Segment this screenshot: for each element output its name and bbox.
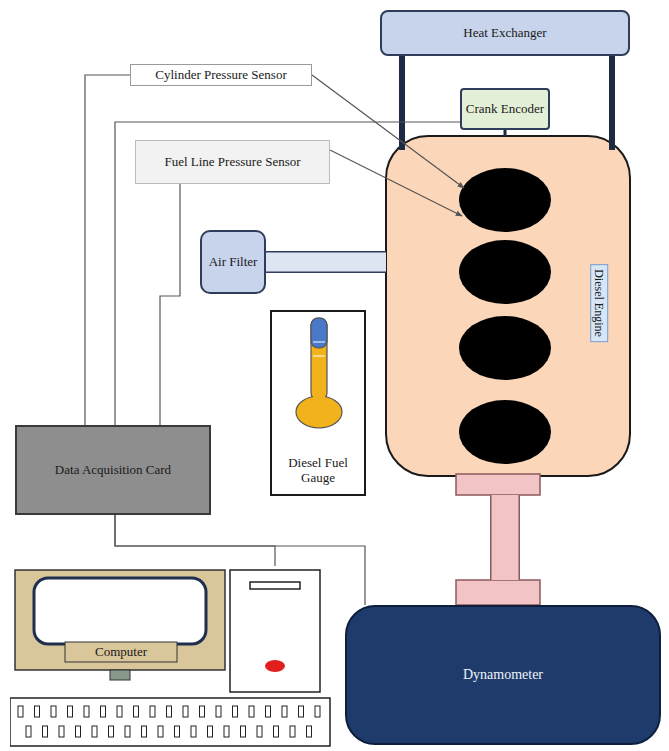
connector [505, 495, 506, 580]
connector-fill [492, 495, 519, 580]
connector-fill [266, 253, 386, 272]
connector-line [490, 495, 520, 580]
cylinder [459, 400, 551, 464]
cylinder [459, 168, 551, 232]
connector [266, 262, 386, 263]
engine-block: Diesel Engine [386, 136, 630, 476]
connector [505, 130, 506, 136]
node-label: Crank Encoder [466, 101, 544, 117]
node-label: Cylinder Pressure Sensor [155, 67, 286, 83]
connector [312, 75, 464, 188]
engine-body [386, 136, 630, 476]
node-label: Fuel Line Pressure Sensor [164, 154, 300, 170]
node-label: Diesel Engine [590, 264, 608, 342]
cylinder [459, 316, 551, 380]
node-label: Heat Exchanger [463, 25, 546, 41]
encoder-box: Crank Encoder [460, 88, 550, 130]
node-label: Diesel Fuel Gauge [272, 455, 364, 486]
connector-line [85, 75, 130, 425]
connector [402, 56, 403, 150]
node-label: Dynamometer [463, 667, 543, 684]
connector-line [504, 130, 507, 136]
connector [85, 75, 130, 425]
connector-line [399, 56, 405, 150]
fuel-gauge-box: Diesel Fuel Gauge [270, 310, 366, 496]
connector-line [330, 150, 462, 216]
connector-line [312, 75, 464, 188]
connector-line [609, 56, 615, 150]
node-label: Air Filter [209, 254, 258, 270]
shaft-flange [456, 474, 540, 495]
connector-line [266, 251, 386, 273]
daq-card-box: Data Acquisition Card [15, 425, 211, 515]
air-filter-box: Air Filter [200, 230, 266, 294]
gauge-icon [272, 312, 364, 442]
shaft-flange [456, 580, 540, 605]
connector-line [160, 184, 180, 425]
connector-line [115, 515, 275, 566]
connector [160, 184, 180, 425]
sensor-box: Fuel Line Pressure Sensor [135, 140, 330, 184]
dynamometer-box: Dynamometer [345, 605, 661, 745]
connector [115, 515, 275, 566]
connector [330, 150, 462, 216]
computer-station: Computer [10, 566, 332, 748]
node-label: Computer [95, 644, 147, 660]
node-label: Data Acquisition Card [55, 462, 171, 478]
cylinder [459, 240, 551, 304]
sensor-box: Cylinder Pressure Sensor [130, 64, 312, 86]
computer-icon [10, 566, 332, 748]
connector [612, 56, 613, 150]
heat-exchanger-box: Heat Exchanger [380, 10, 630, 56]
